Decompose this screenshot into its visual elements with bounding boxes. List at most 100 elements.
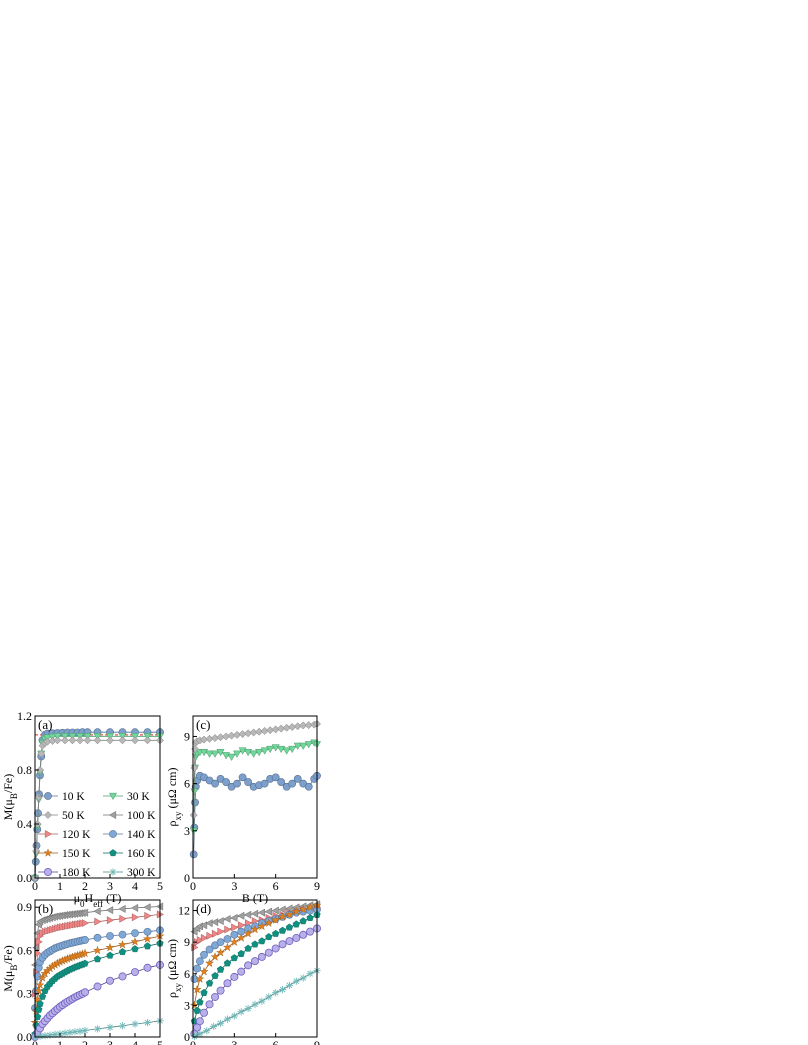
series-50k <box>31 736 164 882</box>
legend-marker <box>108 792 118 801</box>
y-tick-label: 1.2 <box>17 709 32 723</box>
data-point <box>211 929 220 938</box>
data-point <box>203 1027 211 1035</box>
data-point <box>236 933 246 942</box>
data-point <box>271 944 280 953</box>
data-point <box>244 1004 252 1013</box>
data-point <box>206 931 214 940</box>
legend-entry: 160 K <box>103 848 156 860</box>
data-point <box>106 1023 114 1031</box>
data-point <box>93 736 102 745</box>
data-point <box>144 911 152 920</box>
data-point <box>284 909 294 919</box>
data-point <box>299 930 308 939</box>
data-point <box>193 1006 201 1014</box>
x-tick-label: 2 <box>82 1038 88 1045</box>
data-point <box>230 1012 238 1020</box>
data-point <box>238 921 246 930</box>
data-point <box>118 972 127 981</box>
legend-label: 300 K <box>127 867 156 879</box>
data-point <box>288 779 297 788</box>
x-tick-label: 5 <box>157 1038 163 1045</box>
data-point <box>306 970 314 978</box>
data-point <box>38 992 47 1000</box>
x-tick-label: 4 <box>132 879 138 893</box>
data-point <box>118 904 126 913</box>
data-point <box>35 980 45 989</box>
data-point <box>271 906 279 915</box>
y-axis-label: M(μB/Fe) <box>1 945 19 991</box>
data-point <box>299 742 308 750</box>
data-point <box>131 736 139 745</box>
series-150k <box>189 900 322 1010</box>
data-point <box>210 1022 218 1031</box>
data-point <box>66 1028 74 1037</box>
legend-label: 120 K <box>62 829 91 841</box>
data-point <box>81 1026 89 1035</box>
data-point <box>81 959 89 967</box>
data-point <box>81 988 90 997</box>
data-point <box>298 904 308 914</box>
data-point <box>293 742 302 750</box>
data-point <box>216 947 226 957</box>
data-point <box>216 1019 225 1027</box>
data-point <box>143 942 152 950</box>
data-point <box>37 749 46 758</box>
y-axis-label: ρxy (μΩ cm) <box>165 939 183 998</box>
data-point <box>143 934 152 943</box>
data-point <box>299 721 308 730</box>
data-point <box>106 916 115 925</box>
data-point <box>277 778 286 786</box>
data-point <box>257 921 267 931</box>
data-point <box>266 745 275 754</box>
y-tick-label: 0.4 <box>17 817 32 831</box>
data-point <box>211 992 220 1001</box>
data-point <box>292 933 301 942</box>
data-point <box>38 973 47 982</box>
x-tick-label: 0 <box>32 1038 38 1045</box>
data-point <box>200 1008 209 1017</box>
data-point <box>233 779 241 788</box>
data-point <box>210 918 219 927</box>
data-point <box>94 917 102 926</box>
x-tick-label: 3 <box>231 1038 237 1045</box>
data-point <box>80 908 89 917</box>
data-point <box>93 982 102 991</box>
data-point <box>238 773 247 782</box>
y-tick-label: 0 <box>184 871 190 885</box>
x-tick-label: 0 <box>32 879 38 893</box>
data-point <box>131 913 140 922</box>
x-tick-label: 6 <box>273 1038 279 1045</box>
legend-marker <box>108 810 117 820</box>
data-point <box>119 914 127 923</box>
data-point <box>46 1031 54 1039</box>
plot-frame <box>34 715 161 879</box>
legend-label: 180 K <box>62 867 91 879</box>
data-point <box>76 736 84 745</box>
legend-label: 30 K <box>127 791 150 803</box>
legend-entry: 300 K <box>103 867 156 879</box>
data-point <box>93 933 102 942</box>
plot-frame <box>192 715 318 879</box>
data-point <box>260 747 269 755</box>
data-point <box>131 1020 139 1028</box>
data-point <box>264 907 272 916</box>
data-point <box>130 968 139 977</box>
data-point <box>211 750 220 758</box>
data-point <box>35 1005 43 1013</box>
series-50k <box>189 719 321 820</box>
data-point <box>282 747 291 755</box>
data-point <box>293 775 302 783</box>
data-point <box>278 940 287 949</box>
data-point <box>264 918 274 928</box>
data-point <box>118 948 127 955</box>
data-point <box>105 942 115 952</box>
data-point <box>223 935 232 943</box>
y-tick-label: 6 <box>184 777 190 791</box>
data-point <box>143 1018 152 1027</box>
data-point <box>292 977 300 985</box>
data-point <box>258 997 266 1005</box>
x-tick-label: 0 <box>190 879 196 893</box>
data-point <box>285 937 294 946</box>
